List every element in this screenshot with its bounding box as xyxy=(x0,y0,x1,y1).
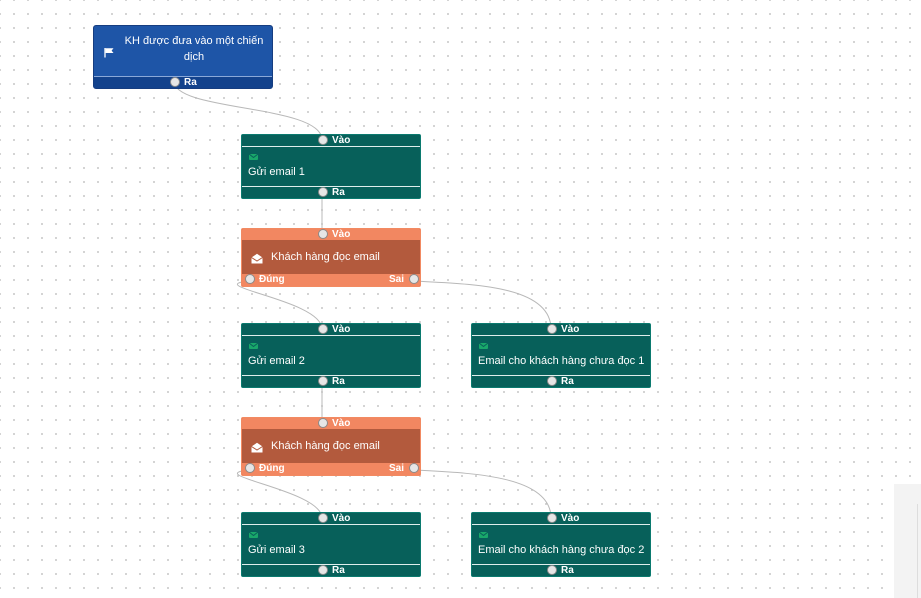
out-port[interactable]: Ra xyxy=(472,564,650,576)
out-port[interactable]: Ra xyxy=(242,186,420,198)
in-port-label: Vào xyxy=(332,135,351,146)
in-port-label: Vào xyxy=(332,513,351,524)
open-envelope-icon xyxy=(251,251,263,269)
in-port-dot[interactable] xyxy=(547,324,557,334)
node-title: Email cho khách hàng chưa đọc 1 xyxy=(478,355,645,367)
false-port-dot[interactable] xyxy=(409,463,419,473)
node-title: Gửi email 2 xyxy=(248,355,305,367)
branch-ports: Đúng Sai xyxy=(242,463,420,475)
node-title: Gửi email 1 xyxy=(248,166,305,178)
trigger-out-port[interactable]: Ra xyxy=(94,76,272,88)
false-port-label: Sai xyxy=(388,274,404,285)
branch-ports: Đúng Sai xyxy=(242,274,420,286)
in-port-dot[interactable] xyxy=(318,135,328,145)
out-port[interactable]: Ra xyxy=(242,375,420,387)
unread-email-node-1[interactable]: Vào Email cho khách hàng chưa đọc 1 Ra xyxy=(471,323,651,388)
node-title: Email cho khách hàng chưa đọc 2 xyxy=(478,544,645,556)
in-port-label: Vào xyxy=(332,229,351,240)
send-email-node-3[interactable]: Vào Gửi email 3 Ra xyxy=(241,512,421,577)
unread-email-node-2[interactable]: Vào Email cho khách hàng chưa đọc 2 Ra xyxy=(471,512,651,577)
node-title: Gửi email 3 xyxy=(248,544,305,556)
in-port-label: Vào xyxy=(332,418,351,429)
condition-node-2[interactable]: Vào Khách hàng đọc email Đúng Sai xyxy=(241,417,421,476)
in-port[interactable]: Vào xyxy=(242,418,420,429)
wire-cond2-false-to-unread2 xyxy=(413,469,552,519)
true-port-dot[interactable] xyxy=(245,274,255,284)
out-port-dot[interactable] xyxy=(318,376,328,386)
wire-cond1-false-to-unread1 xyxy=(413,280,552,330)
out-port-dot[interactable] xyxy=(547,376,557,386)
open-envelope-icon xyxy=(251,440,263,458)
out-port-dot[interactable] xyxy=(318,565,328,575)
mail-icon xyxy=(479,343,488,349)
in-port-dot[interactable] xyxy=(318,324,328,334)
wire-trigger-to-email1 xyxy=(173,80,323,141)
in-port[interactable]: Vào xyxy=(472,324,650,336)
in-port[interactable]: Vào xyxy=(242,135,420,147)
true-port-label: Đúng xyxy=(259,274,285,285)
trigger-title: KH được đưa vào một chiến dịch xyxy=(124,35,264,63)
condition-node-1[interactable]: Vào Khách hàng đọc email Đúng Sai xyxy=(241,228,421,287)
out-port-label: Ra xyxy=(184,77,197,88)
wire-cond1-true-to-email2 xyxy=(237,280,323,330)
out-port-dot[interactable] xyxy=(170,77,180,87)
in-port[interactable]: Vào xyxy=(242,324,420,336)
in-port-dot[interactable] xyxy=(318,513,328,523)
out-port-label: Ra xyxy=(332,187,345,198)
out-port-label: Ra xyxy=(561,565,574,576)
mail-icon xyxy=(249,343,258,349)
false-port-label: Sai xyxy=(388,463,404,474)
out-port-label: Ra xyxy=(332,376,345,387)
out-port-dot[interactable] xyxy=(318,187,328,197)
in-port-label: Vào xyxy=(561,513,580,524)
out-port[interactable]: Ra xyxy=(472,375,650,387)
mail-icon xyxy=(249,154,258,160)
flag-icon xyxy=(104,45,115,63)
mail-icon xyxy=(479,532,488,538)
in-port-dot[interactable] xyxy=(318,229,328,239)
node-title: Khách hàng đọc email xyxy=(271,440,380,452)
in-port-label: Vào xyxy=(332,324,351,335)
in-port[interactable]: Vào xyxy=(472,513,650,525)
in-port-dot[interactable] xyxy=(318,418,328,428)
in-port-label: Vào xyxy=(561,324,580,335)
send-email-node-1[interactable]: Vào Gửi email 1 Ra xyxy=(241,134,421,199)
true-port-dot[interactable] xyxy=(245,463,255,473)
mail-icon xyxy=(249,532,258,538)
send-email-node-2[interactable]: Vào Gửi email 2 Ra xyxy=(241,323,421,388)
side-panel-edge xyxy=(894,484,921,598)
in-port-dot[interactable] xyxy=(547,513,557,523)
out-port-dot[interactable] xyxy=(547,565,557,575)
in-port[interactable]: Vào xyxy=(242,513,420,525)
in-port[interactable]: Vào xyxy=(242,229,420,240)
out-port-label: Ra xyxy=(561,376,574,387)
node-title: Khách hàng đọc email xyxy=(271,251,380,263)
true-port-label: Đúng xyxy=(259,463,285,474)
false-port-dot[interactable] xyxy=(409,274,419,284)
wire-cond2-true-to-email3 xyxy=(237,469,323,519)
trigger-node[interactable]: KH được đưa vào một chiến dịch Ra xyxy=(93,25,273,89)
out-port-label: Ra xyxy=(332,565,345,576)
out-port[interactable]: Ra xyxy=(242,564,420,576)
